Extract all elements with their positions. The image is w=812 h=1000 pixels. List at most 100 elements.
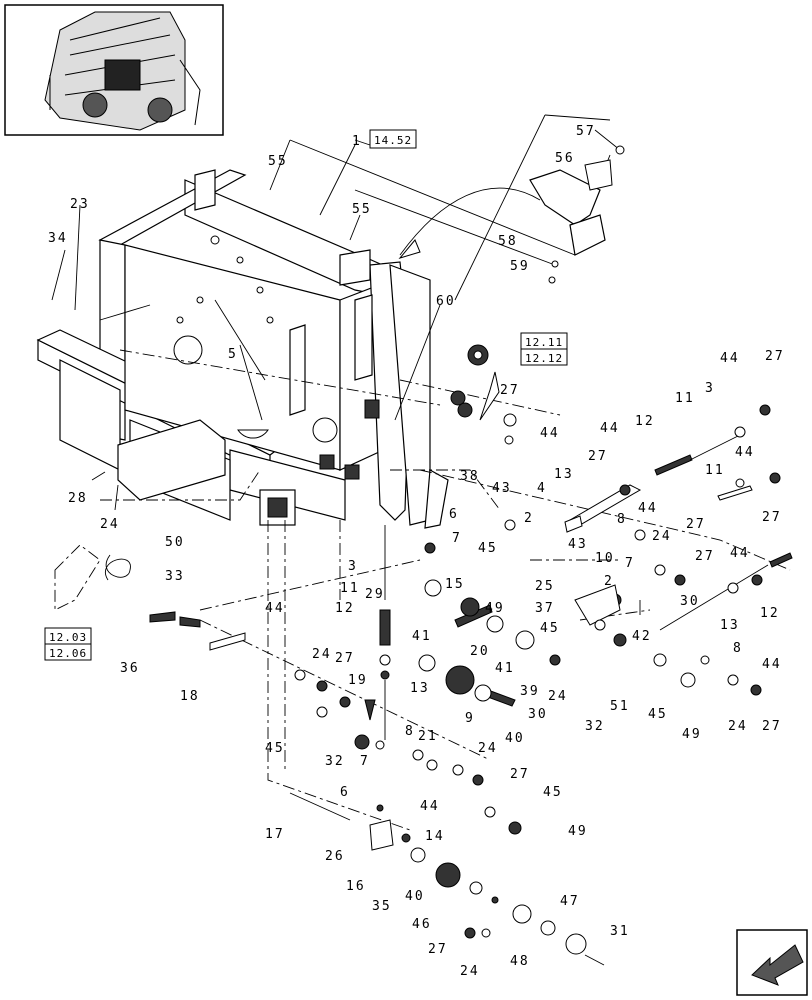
callout: 27 [695, 549, 715, 564]
callout: 44 [600, 421, 620, 436]
callout: 41 [412, 629, 432, 644]
callout: 20 [470, 644, 490, 659]
callout: 15 [445, 577, 465, 592]
callout: 30 [528, 707, 548, 722]
callout: 7 [360, 754, 370, 769]
callout: 25 [535, 579, 555, 594]
callout: 49 [485, 601, 505, 616]
callout: 51 [610, 699, 630, 714]
callout: 7 [625, 556, 635, 571]
callout: 44 [265, 601, 285, 616]
callout: 3 [348, 559, 358, 574]
callout: 12 [635, 414, 655, 429]
callout: 27 [500, 383, 520, 398]
callout: 23 [70, 197, 90, 212]
alignment-lines [100, 349, 791, 831]
callout: 17 [265, 827, 285, 842]
callout: 13 [720, 618, 740, 633]
callout: 45 [540, 621, 560, 636]
leader-lines [51, 114, 621, 511]
callout: 60 [436, 294, 456, 309]
svg-text:12.11: 12.11 [525, 336, 563, 349]
reference-box-14-52[interactable]: 14.52 [369, 129, 417, 149]
callout-labels: 1 2 2 3 3 4 5 6 6 7 7 7 8 8 8 9 10 11 11… [48, 124, 785, 979]
callout: 8 [405, 724, 415, 739]
svg-text:12.12: 12.12 [525, 352, 563, 365]
callout: 28 [68, 491, 88, 506]
callout: 3 [705, 381, 715, 396]
callout: 8 [733, 641, 743, 656]
callout: 56 [555, 151, 575, 166]
callout: 7 [452, 531, 462, 546]
callout: 16 [346, 879, 366, 894]
svg-text:12.06: 12.06 [49, 647, 87, 660]
callout: 44 [730, 546, 750, 561]
callout: 48 [510, 954, 530, 969]
navigation-arrow-icon[interactable] [736, 929, 808, 996]
callout: 45 [478, 541, 498, 556]
callout: 13 [554, 467, 574, 482]
callout: 32 [585, 719, 605, 734]
callout: 44 [420, 799, 440, 814]
callout: 55 [352, 202, 372, 217]
reference-box-12-12[interactable]: 12.12 [520, 348, 568, 366]
callout: 43 [568, 537, 588, 552]
callout: 57 [576, 124, 596, 139]
callout: 42 [632, 629, 652, 644]
callout: 44 [638, 501, 658, 516]
callout: 59 [510, 259, 530, 274]
callout: 49 [568, 824, 588, 839]
callout: 44 [540, 426, 560, 441]
callout: 24 [460, 964, 480, 979]
callout: 38 [460, 469, 480, 484]
upper-sprocket-cluster [450, 344, 517, 445]
callout: 35 [372, 899, 392, 914]
callout: 44 [720, 351, 740, 366]
callout: 27 [335, 651, 355, 666]
reference-box-12-11[interactable]: 12.11 [520, 332, 568, 350]
callout: 8 [617, 512, 627, 527]
reference-boxes: 14.52 12.11 12.12 12.03 12.06 [44, 129, 568, 661]
callout: 27 [686, 517, 706, 532]
callout: 21 [418, 729, 438, 744]
overview-thumbnail[interactable] [4, 4, 224, 136]
callout: 13 [410, 681, 430, 696]
callout: 44 [762, 657, 782, 672]
callout: 6 [340, 785, 350, 800]
callout: 27 [588, 449, 608, 464]
baler-thumbnail-icon [44, 11, 201, 131]
callout: 18 [180, 689, 200, 704]
callout: 58 [498, 234, 518, 249]
callout: 9 [465, 711, 475, 726]
reference-box-12-03[interactable]: 12.03 [44, 627, 92, 645]
callout: 36 [120, 661, 140, 676]
reference-box-12-06[interactable]: 12.06 [44, 643, 92, 661]
callout: 24 [478, 741, 498, 756]
callout: 34 [48, 231, 68, 246]
callout: 50 [165, 535, 185, 550]
callout: 11 [340, 581, 360, 596]
callout: 26 [325, 849, 345, 864]
callout: 39 [520, 684, 540, 699]
callout: 30 [680, 594, 700, 609]
callout: 44 [735, 445, 755, 460]
callout: 24 [728, 719, 748, 734]
callout: 24 [652, 529, 672, 544]
callout: 19 [348, 673, 368, 688]
callout: 55 [268, 154, 288, 169]
callout: 12 [760, 606, 780, 621]
callout: 24 [312, 647, 332, 662]
callout: 41 [495, 661, 515, 676]
callout: 10 [595, 551, 615, 566]
callout: 14 [425, 829, 445, 844]
callout: 1 [352, 134, 362, 149]
callout: 2 [604, 574, 614, 589]
callout: 27 [765, 349, 785, 364]
callout: 27 [510, 767, 530, 782]
callout: 43 [492, 481, 512, 496]
svg-text:12.03: 12.03 [49, 631, 87, 644]
callout: 2 [524, 511, 534, 526]
bracket-assembly [529, 145, 625, 284]
callout: 40 [405, 889, 425, 904]
